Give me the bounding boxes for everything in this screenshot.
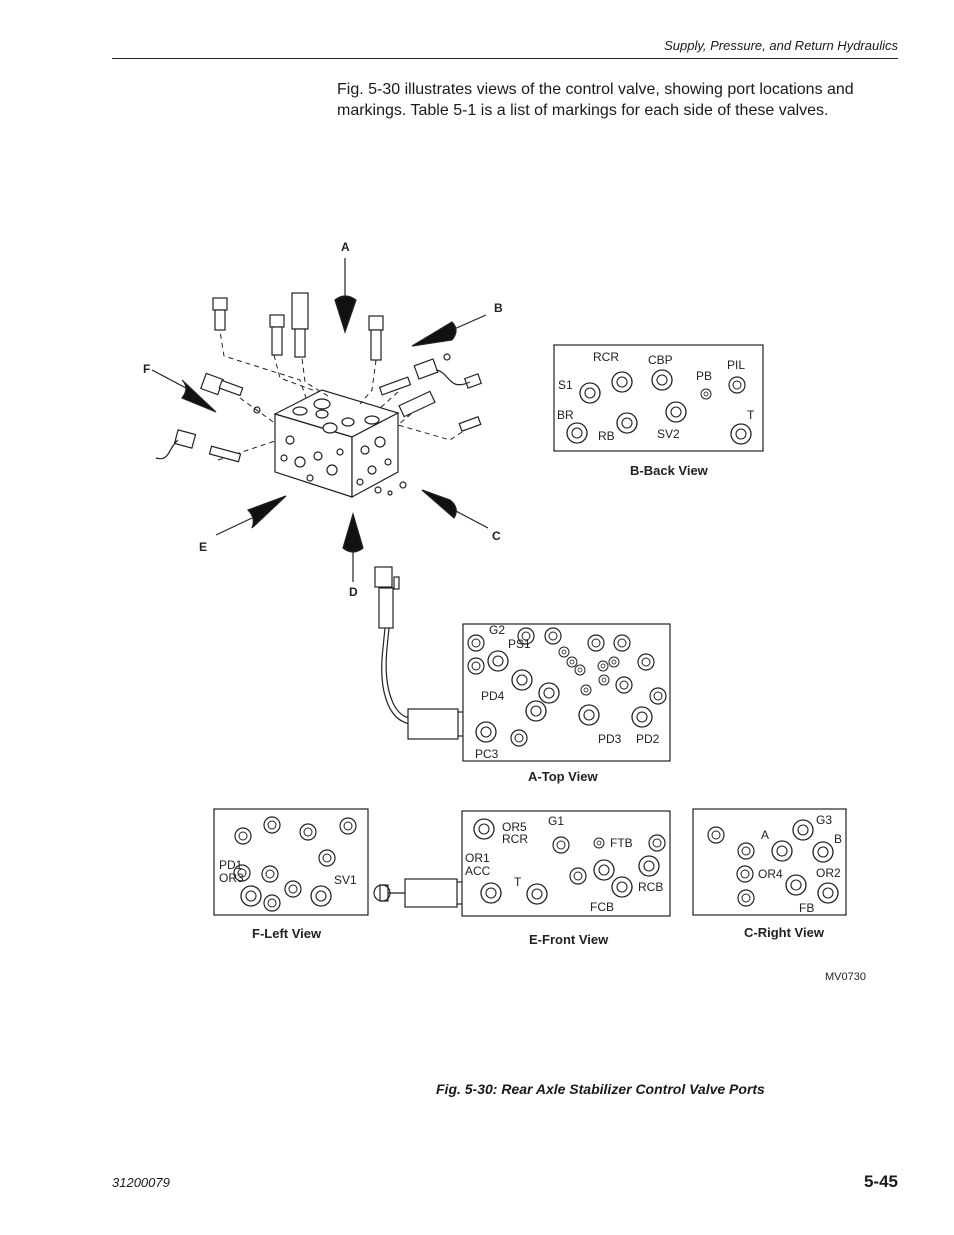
arrow-label-f: F (143, 362, 150, 376)
arrow-label-c: C (492, 529, 501, 543)
solenoid-connector (374, 566, 463, 740)
port-sv2: SV2 (657, 427, 680, 441)
right-view-panel (692, 808, 847, 916)
left-view-title: F-Left View (252, 926, 322, 941)
port-pd3: PD3 (598, 732, 622, 746)
port-pd4: PD4 (481, 689, 505, 703)
port-or4: OR4 (758, 867, 783, 881)
figure-caption: Fig. 5-30: Rear Axle Stabilizer Control … (436, 1081, 765, 1097)
back-view-title: B-Back View (630, 463, 709, 478)
exploded-valve-drawing (155, 292, 483, 499)
port-pil: PIL (727, 358, 745, 372)
port-g1: G1 (548, 814, 564, 828)
page-header: Supply, Pressure, and Return Hydraulics (112, 38, 898, 59)
arrow-label-b: B (494, 301, 503, 315)
port-pb: PB (696, 369, 712, 383)
port-ps1: PS1 (508, 637, 531, 651)
port-rcr: RCR (593, 350, 619, 364)
back-view-panel (553, 344, 764, 452)
port-cbp: CBP (648, 353, 673, 367)
header-title: Supply, Pressure, and Return Hydraulics (664, 38, 898, 53)
left-view-panel (213, 808, 369, 916)
arrow-label-e: E (199, 540, 207, 554)
right-view-title: C-Right View (744, 925, 825, 940)
port-s1: S1 (558, 378, 573, 392)
port-acc: ACC (465, 864, 491, 878)
port-or5: OR5 (502, 820, 527, 834)
port-br: BR (557, 408, 574, 422)
front-solenoid (373, 878, 462, 908)
port-a: A (761, 828, 769, 842)
front-view-title: E-Front View (529, 932, 609, 947)
view-arrows (151, 258, 489, 582)
port-rcb: RCB (638, 880, 663, 894)
port-ftb: FTB (610, 836, 633, 850)
port-t-front: T (514, 875, 522, 889)
port-or1: OR1 (465, 851, 490, 865)
front-view-panel (461, 810, 671, 917)
port-or2: OR2 (816, 866, 841, 880)
top-view-panel (462, 623, 671, 762)
port-sv1: SV1 (334, 873, 357, 887)
page-number: 5-45 (863, 1172, 898, 1191)
port-rcr-front: RCR (502, 832, 528, 846)
port-fb: FB (799, 901, 814, 915)
document-number: 31200079 (112, 1175, 170, 1190)
intro-paragraph: Fig. 5-30 illustrates views of the contr… (337, 81, 854, 119)
arrow-label-a: A (341, 240, 350, 254)
port-t: T (747, 408, 755, 422)
port-pc3: PC3 (475, 747, 499, 761)
port-pd2: PD2 (636, 732, 660, 746)
port-g3: G3 (816, 813, 832, 827)
port-g2: G2 (489, 623, 505, 637)
arrow-label-d: D (349, 585, 358, 599)
port-pd1: PD1 (219, 858, 243, 872)
port-fcb: FCB (590, 900, 614, 914)
port-b: B (834, 832, 842, 846)
top-view-title: A-Top View (528, 769, 598, 784)
figure-code: MV0730 (825, 971, 866, 983)
port-rb: RB (598, 429, 615, 443)
port-or3: OR3 (219, 871, 244, 885)
